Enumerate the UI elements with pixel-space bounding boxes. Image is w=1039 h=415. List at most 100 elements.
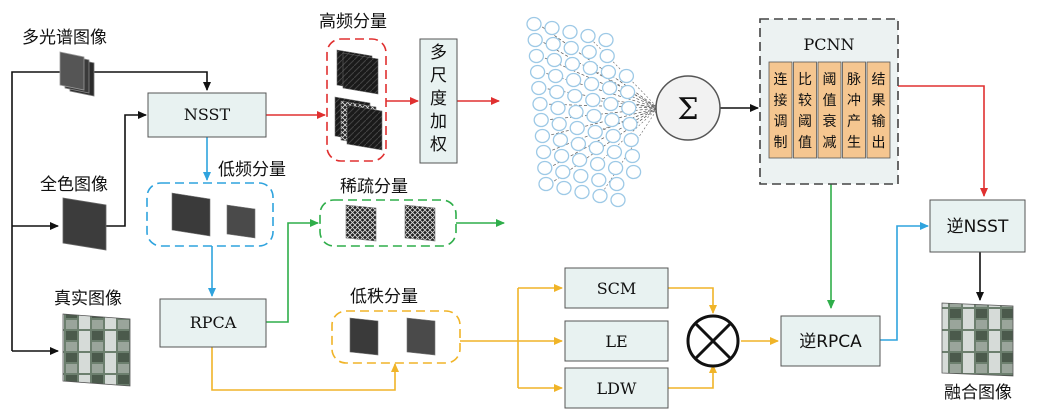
pcnn-stage-box: [768, 61, 793, 159]
real-image-label: 真实图像: [54, 289, 122, 309]
neuron: [531, 80, 547, 96]
neuron: [582, 60, 599, 76]
neuron: [610, 192, 626, 208]
pcnn-stage-char: 生: [847, 135, 861, 151]
neuron: [546, 52, 563, 68]
neuron: [545, 36, 561, 52]
pcnn-stage-box: [866, 61, 891, 159]
neuron: [564, 56, 581, 72]
neuron: [604, 112, 620, 128]
pcnn-stage-char: 制: [774, 135, 788, 151]
neuron: [588, 140, 605, 156]
neuron: [600, 64, 617, 80]
green-connectors: [266, 184, 835, 323]
multiscale-char-2: 度: [430, 89, 447, 109]
neuron: [607, 160, 624, 176]
neuron: [606, 144, 623, 160]
ldw-block: LDW: [564, 367, 669, 409]
neuron-link: [587, 35, 659, 109]
neuron: [589, 156, 606, 172]
neuron: [552, 132, 569, 148]
neuron: [603, 96, 619, 112]
multiscale-char-3: 加: [430, 112, 447, 132]
inv-nsst-block: 逆NSST: [929, 199, 1026, 253]
neuron: [562, 24, 578, 40]
neuron-grid: [526, 16, 642, 208]
blue-connectors: [203, 137, 929, 341]
neuron: [565, 72, 582, 88]
pcnn-title: PCNN: [803, 35, 854, 54]
neuron: [567, 88, 583, 104]
sum-symbol: Σ: [677, 92, 698, 127]
neuron: [563, 40, 579, 56]
neuron: [592, 188, 608, 204]
neuron-link: [539, 39, 659, 109]
inv-rpca-label: 逆RPCA: [799, 332, 862, 352]
neuron: [621, 100, 637, 116]
pcnn-stage-char: 比: [798, 72, 812, 88]
neuron: [553, 148, 570, 164]
neuron: [527, 32, 543, 48]
pcnn-stage-char: 连: [774, 72, 788, 88]
neuron: [625, 164, 642, 180]
neuron-link: [545, 107, 659, 121]
black-connectors: [11, 71, 984, 355]
multiscale-char-0: 多: [430, 43, 447, 63]
neuron: [580, 28, 596, 44]
pcnn-stage-char: 接: [774, 92, 788, 109]
fused-image: [941, 302, 1014, 377]
pcnn-stage-char: 果: [872, 93, 886, 109]
pcnn-stage-box: [817, 61, 842, 159]
neuron-link: [543, 103, 659, 109]
neuron: [618, 68, 635, 84]
neuron-link: [546, 107, 659, 137]
nsst-label: NSST: [184, 105, 231, 124]
neuron: [535, 144, 552, 160]
nsst-block: NSST: [147, 92, 267, 138]
low-rank-group: [331, 310, 461, 364]
pcnn-stage-char: 调: [774, 114, 788, 130]
neuron: [538, 176, 554, 192]
neuron: [599, 48, 615, 64]
pcnn-stage-char: 产: [847, 114, 861, 130]
pcnn-stage-char: 脉: [847, 72, 861, 88]
neuron: [619, 84, 636, 100]
neuron: [529, 64, 546, 80]
pcnn-stage-char: 出: [872, 135, 886, 151]
sparse-group: [319, 199, 457, 247]
neuron: [551, 116, 567, 132]
high-freq-group: [326, 38, 387, 162]
neuron: [598, 32, 614, 48]
neuron: [555, 164, 571, 180]
low-freq-group: [146, 182, 274, 247]
neuron: [622, 116, 638, 132]
neuron: [571, 152, 588, 168]
rpca-block: RPCA: [159, 298, 267, 348]
pcnn-stage-char: 输: [872, 114, 886, 130]
neuron: [585, 92, 601, 108]
neuron: [601, 80, 618, 96]
pcnn-stage-char: 值: [798, 135, 812, 151]
neuron: [534, 128, 551, 144]
neuron-link: [542, 87, 659, 109]
neuron: [574, 184, 590, 200]
neuron: [586, 108, 602, 124]
neuron: [544, 20, 560, 36]
neuron: [526, 16, 542, 32]
neuron: [569, 120, 585, 136]
multispectral-image-stack: [59, 51, 95, 97]
neuron: [573, 168, 589, 184]
inv-rpca-block: 逆RPCA: [780, 315, 881, 367]
multiscale-weighting-block: 多 尺 度 加 权: [419, 38, 458, 164]
scm-block: SCM: [564, 267, 669, 309]
neuron: [609, 176, 625, 192]
neuron: [547, 68, 564, 84]
pcnn-stage-char: 值: [823, 93, 837, 109]
